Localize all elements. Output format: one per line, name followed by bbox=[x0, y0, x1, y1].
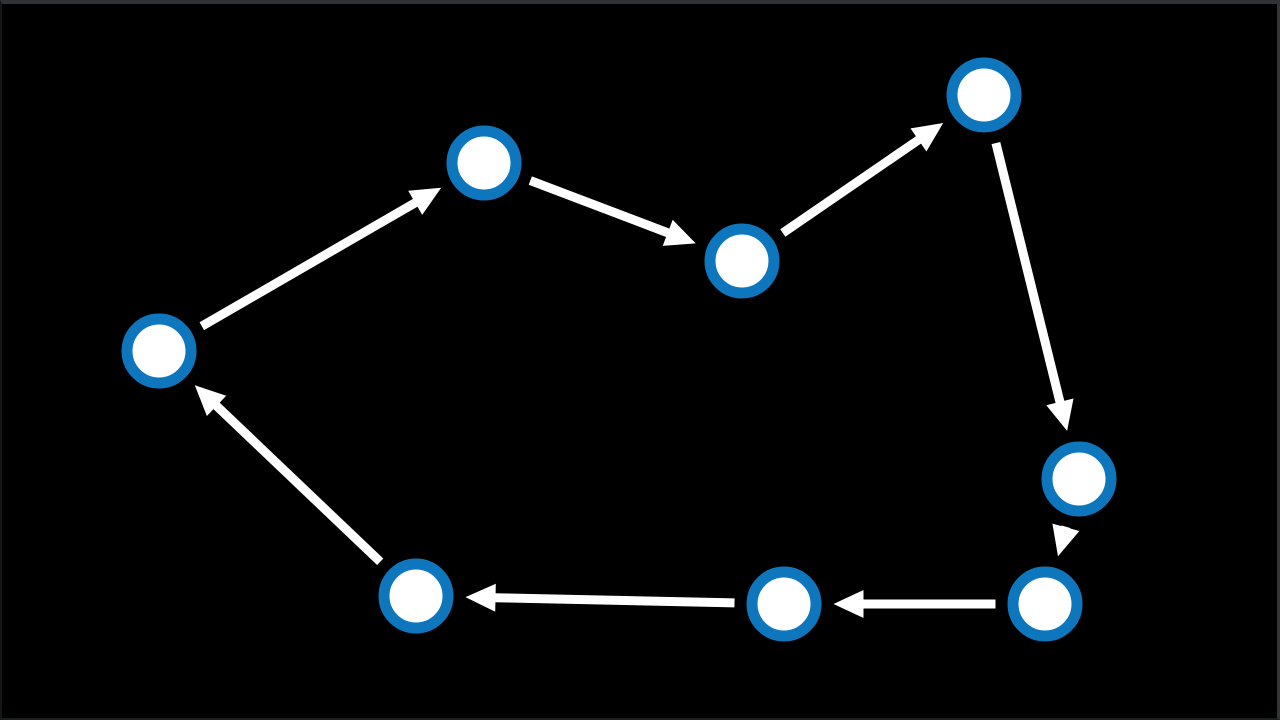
graph-node-bottom-left-node bbox=[378, 558, 454, 634]
graph-node-upper-middle-node bbox=[704, 223, 780, 299]
arrow-n8-to-n1 bbox=[194, 385, 384, 566]
arrow-n2-to-n3 bbox=[528, 176, 696, 246]
arrow-n1-to-n2 bbox=[199, 187, 442, 331]
arrow-head bbox=[1052, 523, 1080, 557]
arrow-n3-to-n4 bbox=[780, 123, 944, 237]
arrow-head bbox=[408, 187, 442, 215]
arrow-head bbox=[194, 385, 227, 416]
arrow-shaft bbox=[493, 593, 735, 608]
graph-node-bottom-right-node bbox=[1007, 566, 1083, 642]
arrow-n4-to-n5 bbox=[991, 142, 1074, 431]
arrow-n7-to-n8 bbox=[465, 583, 735, 612]
arrow-head bbox=[662, 219, 696, 246]
arrow-shaft bbox=[780, 135, 923, 237]
arrow-shaft bbox=[991, 142, 1065, 405]
cycle-diagram bbox=[121, 57, 1117, 642]
graph-node-right-node bbox=[1041, 441, 1117, 517]
arrow-shaft bbox=[528, 176, 672, 238]
arrow-head bbox=[910, 123, 944, 152]
arrow-shaft bbox=[199, 197, 420, 331]
arrow-n6-to-n7 bbox=[833, 590, 996, 618]
arrow-head bbox=[1046, 398, 1074, 431]
arrow-shaft bbox=[211, 401, 384, 566]
graph-node-upper-left-node bbox=[446, 125, 522, 201]
arrow-n5-to-n6 bbox=[1052, 523, 1080, 557]
arrow-head bbox=[833, 590, 864, 618]
graph-node-left-node bbox=[121, 313, 197, 389]
graph-node-top-right-node bbox=[946, 57, 1022, 133]
graph-node-bottom-middle-node bbox=[746, 566, 822, 642]
arrow-head bbox=[465, 583, 496, 612]
